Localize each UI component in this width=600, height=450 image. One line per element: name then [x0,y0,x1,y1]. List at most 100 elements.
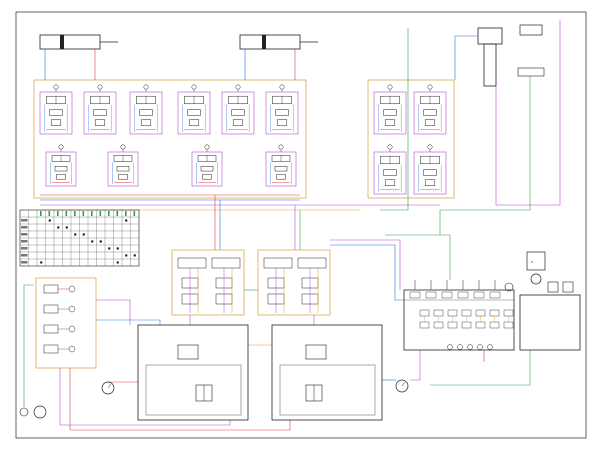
left-valve-2 [43,304,76,314]
right-valve-1 [373,84,407,135]
legend-row-label [21,261,28,264]
legend-header-mark [82,211,85,216]
hydraulic-line-23 [96,299,131,325]
legend-row-label [21,219,28,222]
legend-header-mark [57,211,59,216]
middle-manifold-right [257,249,331,316]
cylinder-right [239,34,318,58]
legend-header-mark [125,211,127,216]
outlet-3 [467,344,473,350]
legend-dot [108,247,111,250]
legend-dot [125,219,128,222]
upper-valve-6 [265,84,299,135]
left-valve-4 [43,344,76,354]
legend-header-mark [133,211,136,216]
legend-header-mark [74,211,76,216]
legend-header-mark [40,211,42,216]
vertical-cylinder [477,27,503,87]
legend-dot [116,247,119,250]
legend-dot [74,233,77,236]
hydraulic-line-18 [330,244,404,301]
legend-header-mark [99,211,102,216]
upper-right-valve-bank [367,79,455,199]
upper-valve-4 [177,84,211,135]
legend-dot [99,240,102,243]
hydraulic-lines [23,20,561,431]
hydraulic-line-5 [380,28,409,211]
legend-grid [19,209,140,267]
power-unit-filter-3 [441,280,453,299]
pump-unit-right [271,324,383,421]
lower-valve-1 [45,144,77,187]
power-unit-valve-2 [433,309,444,329]
legend-dot [65,226,68,229]
cylinder-left [39,34,118,58]
legend-dot [116,261,119,264]
hydraulic-line-26 [23,284,34,408]
legend-header-mark [91,211,93,216]
power-unit-motor-symbol: M [531,261,533,264]
power-unit-filter-2 [425,280,437,299]
hydraulic-line-22 [410,350,421,381]
upper-valve-2 [83,84,117,135]
legend-dot [133,254,136,257]
legend-dot [48,219,51,222]
upper-valve-3 [129,84,163,135]
left-valve-3 [43,324,76,334]
right-valve-2 [413,84,447,135]
power-unit-valve-6 [489,309,500,329]
rotary-actuator [517,24,545,77]
outlet-5 [487,344,493,350]
power-unit-filter-4 [457,280,469,299]
power-unit-filter-1 [409,280,421,299]
legend-header-mark [108,211,110,216]
manifold-module-1 [177,257,207,313]
power-unit-valve-7 [503,309,514,329]
legend-row-label [21,226,28,229]
gauge-right [395,379,409,393]
hydraulic-line-7 [495,20,561,206]
legend-table [19,209,140,267]
motor-bottom-left [19,405,47,419]
legend-row-label [21,240,28,243]
legend-header-mark [65,211,68,216]
gauge-left [101,381,115,395]
legend-row-label [21,247,28,250]
outlet-1 [447,344,453,350]
power-unit-filter-6 [489,280,501,299]
legend-dot [40,261,43,264]
valve-modules [39,84,514,354]
legend-header-mark [48,211,51,216]
outlet-2 [457,344,463,350]
hydraulic-line-24 [69,368,291,431]
pump-unit-left [137,324,249,421]
hydraulic-line-8 [439,76,531,235]
left-circuit [35,277,97,369]
outlet-4 [477,344,483,350]
right-valve-3 [373,144,407,195]
hydraulic-line-19 [385,234,451,280]
legend-row-label [21,254,28,257]
power-unit-valve-5 [475,309,486,329]
hydraulic-line-25 [59,368,231,426]
hydraulic-line-20 [430,350,531,386]
power-unit-valve-1 [419,309,430,329]
right-valve-4 [413,144,447,195]
lower-valve-2 [107,144,139,187]
power-unit: M [403,251,581,351]
left-valve-1 [43,284,76,294]
manifold-module-4 [297,257,327,313]
legend-header-mark [116,211,119,216]
legend-dot [125,254,128,257]
upper-valve-1 [39,84,73,135]
upper-valve-5 [221,84,255,135]
lower-valve-3 [191,144,223,187]
hydraulic-line-27 [96,319,161,325]
legend-row-label [21,233,28,236]
lower-valve-4 [265,144,297,187]
manifold-module-2 [211,257,241,313]
power-unit-valve-3 [447,309,458,329]
legend-dot [57,226,60,229]
